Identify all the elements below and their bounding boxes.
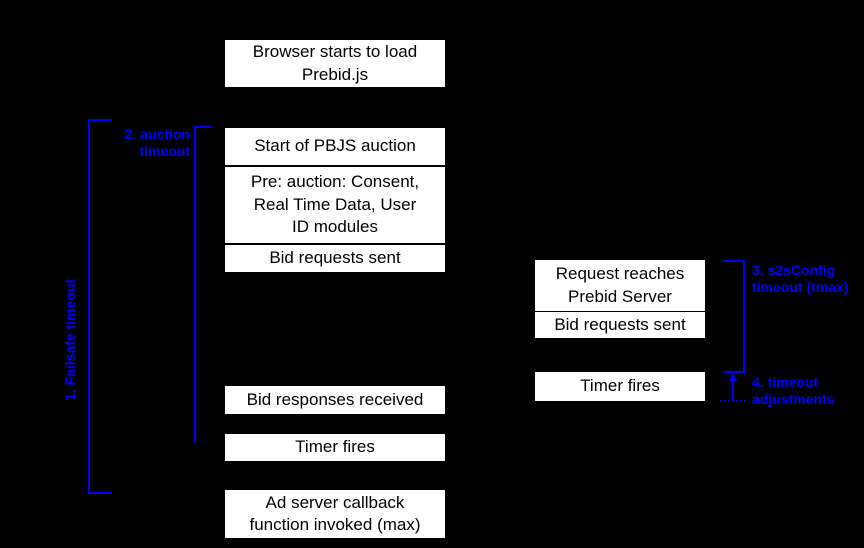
failsafe-bracket-top: [88, 119, 112, 121]
failsafe-bracket-spine: [88, 119, 90, 494]
box-pbjs-auction-start: Start of PBJS auction: [225, 128, 445, 165]
box-bid-responses-received: Bid responses received: [225, 386, 445, 414]
s2sconfig-bracket-bottom: [723, 371, 745, 373]
box-bid-requests-sent: Bid requests sent: [225, 245, 445, 272]
timeout-adjustments-baseline: [720, 400, 746, 402]
box-timer-fires: Timer fires: [225, 434, 445, 461]
label-s2sconfig-timeout: 3. s2sConfig timeout (tmax): [752, 262, 849, 296]
s2sconfig-bracket-spine: [743, 260, 745, 373]
box-server-timer-fires: Timer fires: [535, 372, 705, 401]
label-timeout-adjustments: 4. timeout adjustments: [752, 374, 835, 408]
label-auction-timeout: 2. auction timeout: [124, 126, 190, 160]
s2sconfig-bracket-top: [723, 260, 745, 262]
box-server-bid-requests-sent: Bid requests sent: [535, 312, 705, 338]
box-pre-auction-modules: Pre: auction: Consent, Real Time Data, U…: [225, 167, 445, 243]
timeout-adjustments-arrow-head: [729, 373, 737, 381]
box-browser-load: Browser starts to load Prebid.js: [225, 40, 445, 87]
box-request-reaches-server: Request reaches Prebid Server: [535, 260, 705, 311]
auction-bracket-top: [194, 126, 212, 128]
auction-bracket-spine: [194, 126, 196, 443]
timeout-adjustments-arrow-shaft: [732, 380, 734, 400]
box-ad-server-callback: Ad server callback function invoked (max…: [225, 490, 445, 538]
failsafe-bracket-bottom: [88, 492, 112, 494]
label-failsafe-timeout: 1. Failsafe timeout: [62, 278, 78, 401]
